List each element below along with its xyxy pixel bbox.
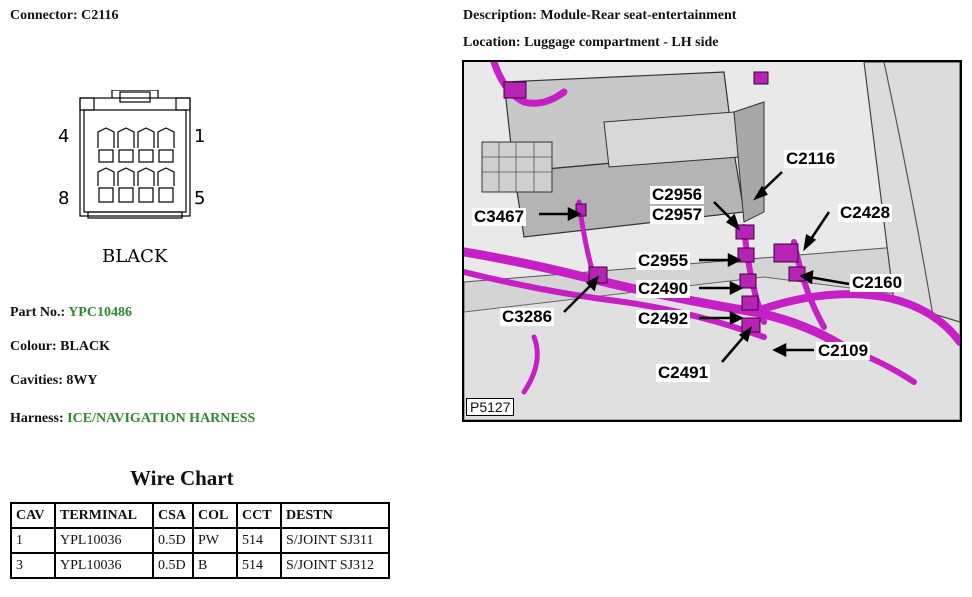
header-terminal: TERMINAL xyxy=(54,502,154,529)
connector-value: C2116 xyxy=(81,8,119,23)
callout-c2109: C2109 xyxy=(816,341,871,360)
cell-csa: 0.5D xyxy=(152,552,194,579)
wire-chart-table: CAV TERMINAL CSA COL CCT DESTN 1 YPL1003… xyxy=(10,502,390,579)
description-label: Description: xyxy=(463,8,537,23)
cell-destn: S/JOINT SJ312 xyxy=(280,552,390,579)
harness-line: Harness: ICE/NAVIGATION HARNESS xyxy=(10,411,255,427)
connector-colour-caption: BLACK xyxy=(102,246,168,267)
photo-reference-code: P5127 xyxy=(466,398,515,416)
table-row: 1 YPL10036 0.5D PW 514 S/JOINT SJ311 xyxy=(10,527,390,554)
callout-c3467: C3467 xyxy=(472,207,527,226)
colour-value: BLACK xyxy=(60,339,110,354)
header-destn: DESTN xyxy=(280,502,390,529)
callout-c2160: C2160 xyxy=(850,273,905,292)
cell-terminal: YPL10036 xyxy=(54,527,154,554)
connector-face-diagram: 4 1 8 5 BLACK xyxy=(58,90,205,267)
description-line: Description: Module-Rear seat-entertainm… xyxy=(463,8,736,24)
harness-label: Harness: xyxy=(10,411,64,426)
callout-c2955: C2955 xyxy=(636,251,691,270)
cell-col: B xyxy=(192,552,238,579)
colour-line: Colour: BLACK xyxy=(10,339,110,355)
cell-cct: 514 xyxy=(236,527,282,554)
callout-c2956: C2956 xyxy=(650,185,705,204)
pin-label-4: 4 xyxy=(58,126,69,147)
connector-line: Connector: C2116 xyxy=(10,8,119,24)
callout-c2957: C2957 xyxy=(650,205,705,224)
harness-value[interactable]: ICE/NAVIGATION HARNESS xyxy=(67,411,256,426)
cell-terminal: YPL10036 xyxy=(54,552,154,579)
location-illustration: C2116 C2956 C2957 C2428 C3467 C2955 C216… xyxy=(462,60,962,422)
cell-cct: 514 xyxy=(236,552,282,579)
header-csa: CSA xyxy=(152,502,194,529)
cell-destn: S/JOINT SJ311 xyxy=(280,527,390,554)
cavities-line: Cavities: 8WY xyxy=(10,373,98,389)
part-number-label: Part No.: xyxy=(10,305,66,320)
part-number-line: Part No.: YPC10486 xyxy=(10,305,132,321)
callout-c2492: C2492 xyxy=(636,309,691,328)
callout-c2491: C2491 xyxy=(656,363,711,382)
location-line: Location: Luggage compartment - LH side xyxy=(463,35,719,51)
cavities-label: Cavities: xyxy=(10,373,63,388)
connector-label: Connector: xyxy=(10,8,78,23)
description-value: Module-Rear seat-entertainment xyxy=(540,8,737,23)
table-row: 3 YPL10036 0.5D B 514 S/JOINT SJ312 xyxy=(10,552,390,579)
harness-location-drawing xyxy=(464,62,960,420)
part-number-value[interactable]: YPC10486 xyxy=(68,305,132,320)
callout-c2490: C2490 xyxy=(636,279,691,298)
header-col: COL xyxy=(192,502,238,529)
pin-label-5: 5 xyxy=(194,188,205,209)
callout-c3286: C3286 xyxy=(500,307,555,326)
table-header-row: CAV TERMINAL CSA COL CCT DESTN xyxy=(10,502,390,529)
colour-label: Colour: xyxy=(10,339,57,354)
location-value: Luggage compartment - LH side xyxy=(524,35,719,50)
cell-cav: 1 xyxy=(10,527,56,554)
callout-c2116: C2116 xyxy=(784,149,838,168)
cell-cav: 3 xyxy=(10,552,56,579)
header-cct: CCT xyxy=(236,502,282,529)
cell-col: PW xyxy=(192,527,238,554)
cavities-value: 8WY xyxy=(66,373,98,388)
cell-csa: 0.5D xyxy=(152,527,194,554)
header-cav: CAV xyxy=(10,502,56,529)
pin-label-1: 1 xyxy=(194,126,205,147)
wire-chart-title: Wire Chart xyxy=(130,466,234,490)
callout-c2428: C2428 xyxy=(838,203,893,222)
location-label: Location: xyxy=(463,35,521,50)
pin-label-8: 8 xyxy=(58,188,69,209)
